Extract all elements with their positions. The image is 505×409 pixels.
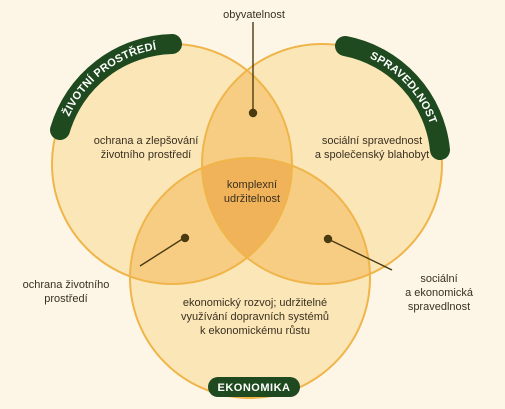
label-economy: ekonomický rozvoj; udržitelné využívání … [181, 297, 329, 337]
economy-banner-label: EKONOMIKA [218, 382, 291, 394]
label-environment: ochrana a zlepšování životního prostředí [93, 135, 199, 161]
label-right-overlap: sociální a ekonomická spravedlnost [405, 273, 473, 313]
label-center: komplexní udržitelnost [223, 179, 281, 205]
label-social-justice: sociální spravednost a společenský blaho… [314, 135, 430, 161]
leader-right [327, 238, 393, 271]
label-left-overlap: ochrana životního prostředí [22, 279, 110, 305]
justice-banner [335, 36, 450, 160]
economy-banner [208, 377, 300, 397]
environment-banner [50, 34, 182, 140]
label-population: obyvatelnost [223, 9, 285, 21]
leader-left [139, 237, 185, 267]
